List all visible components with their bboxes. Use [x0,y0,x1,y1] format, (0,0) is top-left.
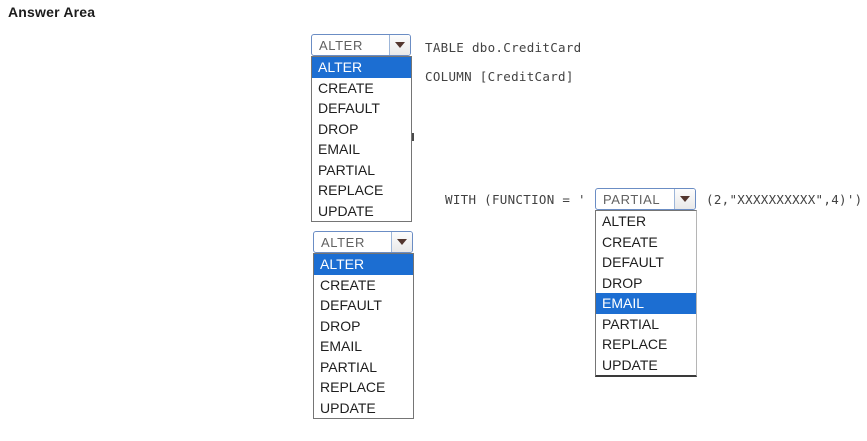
chevron-down-icon [397,239,407,245]
option-replace[interactable]: REPLACE [602,336,668,352]
option-partial[interactable]: PARTIAL [320,358,378,375]
mask-function-dropdown[interactable]: PARTIAL [595,188,696,210]
column-keyword-dropdown[interactable]: ALTER [313,231,413,253]
sql-with-suffix: (2,"XXXXXXXXXX",4)') [706,192,863,207]
chevron-down-icon [395,42,405,48]
dropdown-arrow-button[interactable] [391,232,412,252]
hidden-text-fragment [412,133,414,141]
option-email[interactable]: EMAIL [320,338,363,354]
option-drop[interactable]: DROP [318,120,359,137]
option-partial[interactable]: PARTIAL [602,315,660,332]
mask-function-selected-value: PARTIAL [603,191,661,207]
option-default[interactable]: DEFAULT [320,297,382,313]
option-update[interactable]: UPDATE [320,399,376,416]
option-alter[interactable]: ALTER [312,57,411,78]
option-email[interactable]: EMAIL [596,293,696,314]
option-email[interactable]: EMAIL [318,141,361,157]
column-keyword-option-list: ALTER CREATE DEFAULT DROP EMAIL PARTIAL … [313,253,414,419]
option-partial[interactable]: PARTIAL [318,161,376,178]
option-create[interactable]: CREATE [602,233,658,250]
option-update[interactable]: UPDATE [318,202,374,219]
option-default[interactable]: DEFAULT [602,254,664,270]
statement-keyword-selected-value: ALTER [319,37,363,53]
sql-column-line: COLUMN [CreditCard] [425,69,574,84]
option-create[interactable]: CREATE [320,276,376,293]
option-drop[interactable]: DROP [320,317,361,334]
option-replace[interactable]: REPLACE [320,379,386,395]
option-alter[interactable]: ALTER [602,213,647,229]
option-replace[interactable]: REPLACE [318,182,384,198]
sql-with-prefix: WITH (FUNCTION = ' [445,192,586,207]
dropdown-arrow-button[interactable] [674,189,695,209]
page-title: Answer Area [8,4,96,20]
option-alter[interactable]: ALTER [314,254,413,275]
mask-function-option-list: ALTER CREATE DEFAULT DROP EMAIL PARTIAL … [595,210,697,377]
sql-table-line: TABLE dbo.CreditCard [425,40,582,55]
column-keyword-selected-value: ALTER [321,234,365,250]
option-create[interactable]: CREATE [318,79,374,96]
statement-keyword-dropdown[interactable]: ALTER [311,34,411,56]
dropdown-arrow-button[interactable] [389,35,410,55]
option-default[interactable]: DEFAULT [318,100,380,116]
statement-keyword-option-list: ALTER CREATE DEFAULT DROP EMAIL PARTIAL … [311,56,412,222]
option-drop[interactable]: DROP [602,274,643,291]
chevron-down-icon [680,196,690,202]
option-update[interactable]: UPDATE [602,356,658,373]
